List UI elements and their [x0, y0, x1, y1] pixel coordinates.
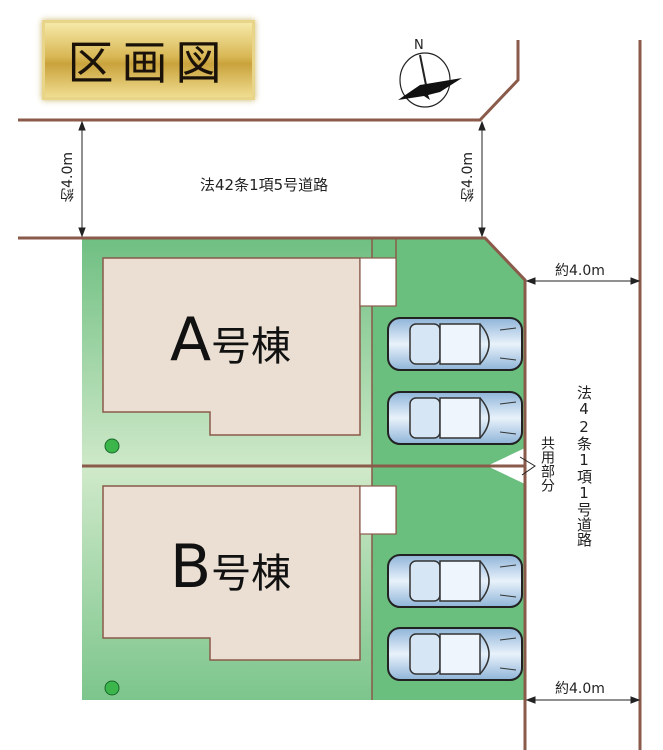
car-icon: [387, 317, 523, 371]
building-b-label: B号棟: [170, 532, 292, 602]
right-road-width-top: 約4.0m: [555, 263, 605, 279]
compass-icon: [398, 52, 462, 108]
entrance-a: [359, 257, 397, 307]
car-icon: [387, 391, 523, 445]
top-road-width-left: 約4.0m: [60, 152, 76, 202]
shared-area-label: 共用部分: [539, 436, 555, 492]
tree-icon: [104, 438, 120, 454]
building-a-label: A号棟: [170, 305, 292, 375]
page-title: 区画図: [42, 20, 255, 100]
top-road-width-right: 約4.0m: [460, 152, 476, 202]
compass-north-label: N: [414, 38, 424, 53]
tree-icon: [104, 680, 120, 696]
right-road-width-bottom: 約4.0m: [555, 681, 605, 697]
top-road-label: 法42条1項5号道路: [200, 176, 329, 194]
road-boundaries: [18, 40, 642, 750]
car-icon: [387, 627, 523, 681]
entrance-b: [359, 485, 397, 535]
right-road-label: 法42条1項1号道路: [575, 385, 593, 547]
dimension-arrows: [78, 120, 641, 704]
car-icon: [387, 554, 523, 608]
